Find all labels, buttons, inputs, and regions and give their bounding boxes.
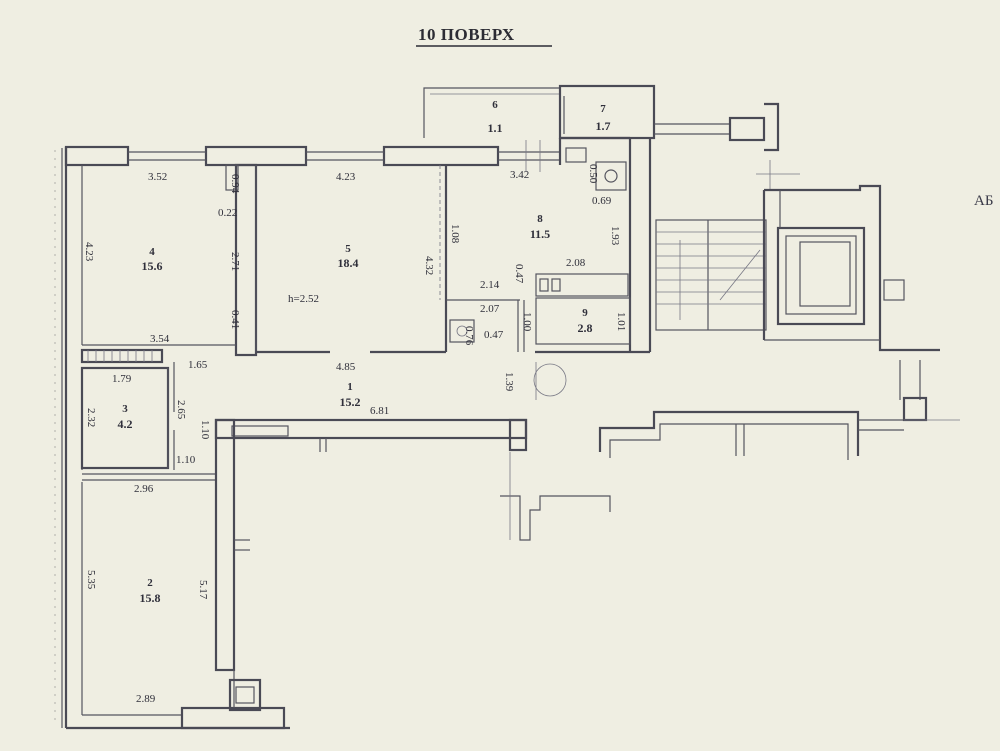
dim-label: 0.76 — [463, 326, 475, 346]
ceiling-height: h=2.52 — [288, 293, 319, 305]
room-6-area: 1.1 — [488, 121, 503, 135]
left-hatched-wall — [54, 148, 63, 728]
room-3-number: 3 — [122, 403, 128, 415]
dim-label: 4.85 — [336, 361, 356, 373]
dim-label: 2.07 — [480, 303, 500, 315]
dim-label: 1.00 — [521, 312, 533, 332]
dim-label: 2.65 — [175, 400, 187, 420]
room-4-area: 15.6 — [142, 259, 163, 273]
dim-label: 4.32 — [423, 256, 435, 275]
dim-label: 1.08 — [449, 224, 461, 244]
dim-label: 1.01 — [615, 312, 627, 331]
dim-label: 1.93 — [609, 226, 621, 246]
dim-label: 2.96 — [134, 483, 154, 495]
room-8-area: 11.5 — [530, 227, 550, 241]
plan-title: 10 ПОВЕРХ — [418, 25, 515, 44]
dim-label: 6.81 — [370, 405, 389, 417]
stair-and-elevator-core — [655, 102, 960, 422]
dimension-labels: 3.52 4.23 3.42 0.94 0.22 2.71 0.41 4.23 … — [83, 164, 627, 705]
room-5-number: 5 — [345, 243, 351, 255]
dim-label: 0.94 — [229, 174, 241, 194]
room-9-number: 9 — [582, 307, 588, 319]
dim-label: 4.23 — [83, 242, 95, 262]
window-marks — [525, 123, 730, 172]
room-2-number: 2 — [147, 577, 153, 589]
dim-label: 1.10 — [199, 420, 211, 440]
dim-label: 0.50 — [587, 164, 599, 184]
room-6-number: 6 — [492, 99, 498, 111]
dim-label: 0.22 — [218, 207, 237, 219]
dim-label: 1.79 — [112, 373, 132, 385]
dim-label: 2.08 — [566, 257, 586, 269]
dim-label: 0.47 — [484, 329, 504, 341]
room-7-number: 7 — [600, 103, 606, 115]
dim-label: 0.41 — [229, 310, 241, 329]
dim-label: 1.10 — [176, 454, 196, 466]
dim-label: 2.89 — [136, 693, 156, 705]
room-5-area: 18.4 — [338, 256, 359, 270]
dim-label: 4.23 — [336, 171, 356, 183]
dim-label: 3.42 — [510, 169, 529, 181]
room-4-number: 4 — [149, 246, 155, 258]
dim-label: 5.35 — [85, 570, 97, 590]
dim-label: 1.65 — [188, 359, 208, 371]
apartment-walls — [64, 84, 656, 730]
dim-label: 3.52 — [148, 171, 167, 183]
room-1-number: 1 — [347, 381, 353, 393]
dim-label: 3.54 — [150, 333, 170, 345]
room-2-area: 15.8 — [140, 591, 161, 605]
dim-label: 2.71 — [229, 252, 241, 271]
dim-label: 1.39 — [503, 372, 515, 392]
room-labels: 4 15.6 5 18.4 h=2.52 6 1.1 7 1.7 8 11.5 … — [118, 99, 611, 605]
room-8-number: 8 — [537, 213, 543, 225]
dim-label: 0.69 — [592, 195, 612, 207]
dim-label: 0.47 — [513, 264, 525, 284]
dim-label: 2.14 — [480, 279, 500, 291]
room-1-area: 15.2 — [340, 395, 361, 409]
dim-label: 5.17 — [197, 580, 209, 600]
dim-label: 2.32 — [85, 408, 97, 427]
side-label: АБ — [974, 193, 993, 209]
room-7-area: 1.7 — [596, 119, 611, 133]
room-9-area: 2.8 — [578, 321, 593, 335]
common-corridor-walls — [500, 410, 904, 541]
room-3-area: 4.2 — [118, 417, 133, 431]
